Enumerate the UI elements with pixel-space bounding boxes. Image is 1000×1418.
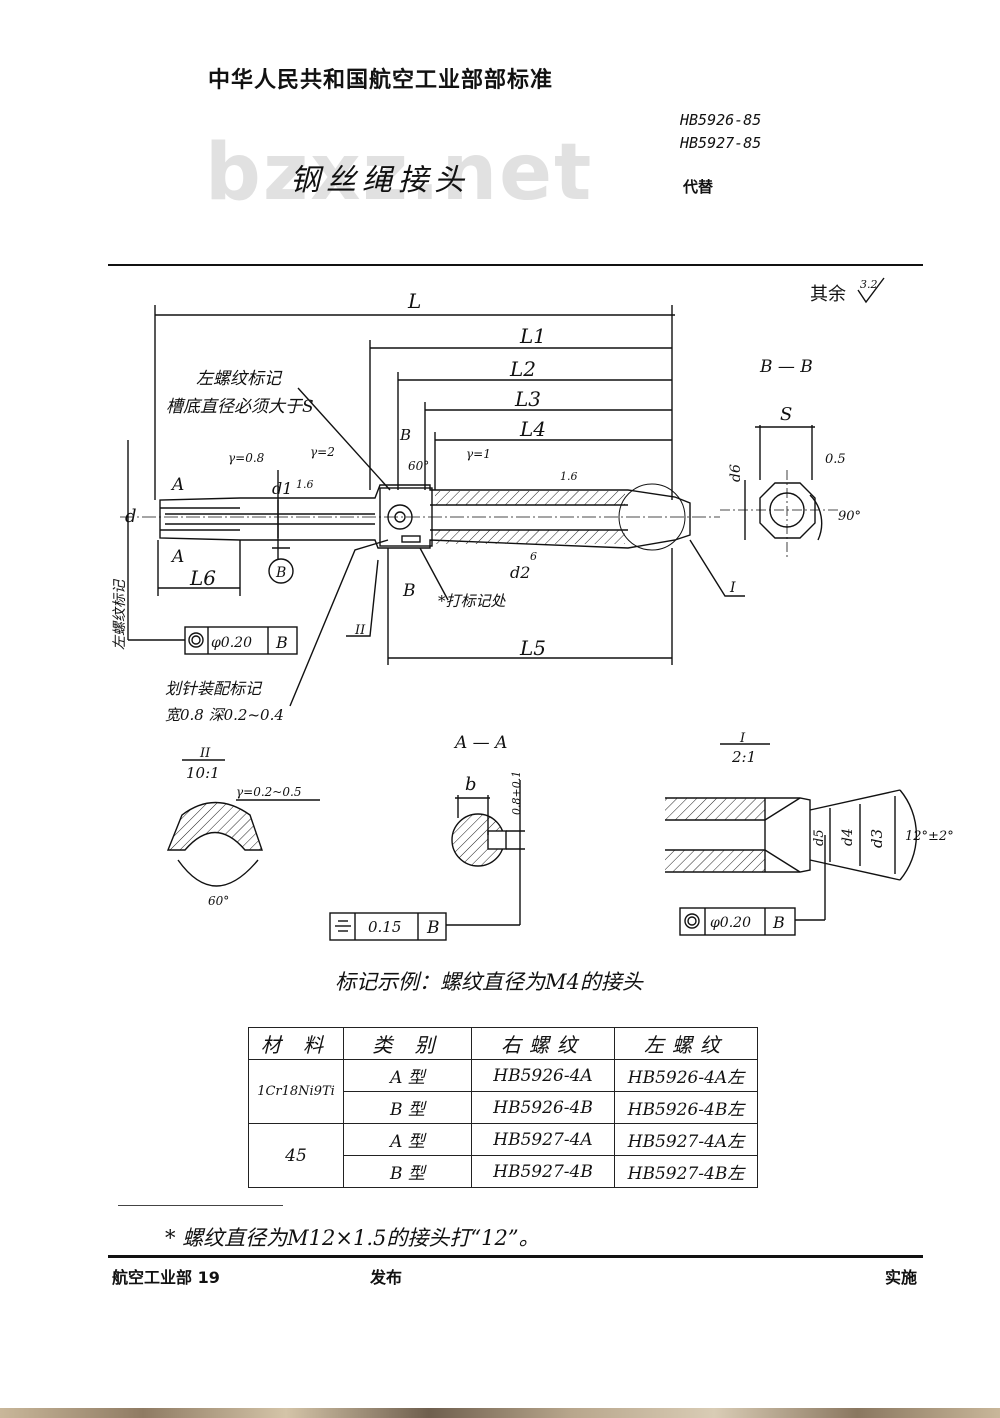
replace-label: 代替 (683, 178, 714, 196)
type-cell: A 型 (343, 1059, 472, 1092)
roughness-2: 1.6 (560, 470, 578, 483)
footer-implement: 实施 (885, 1268, 918, 1287)
table-row: B 型 HB5927-4B HB5927-4B左 (249, 1155, 758, 1188)
table-row: 1Cr18Ni9Ti A 型 HB5926-4A HB5926-4A左 (248, 1059, 758, 1124)
dim-L4: L4 (519, 417, 546, 441)
table-header-row: 材 料 类 别 右螺纹 左螺纹 (248, 1027, 758, 1060)
header-type: 类 别 (343, 1027, 472, 1060)
right-thread-cell: HB5926-4A (471, 1059, 615, 1092)
section-BB-title: B — B (759, 357, 813, 377)
type-cell: A 型 (343, 1123, 472, 1156)
surface-note: 其余 (810, 284, 846, 305)
dim-d3: d3 (868, 829, 886, 848)
standard-code-1: HB5926-85 (680, 111, 762, 129)
footer-issuer: 航空工业部 19 (112, 1268, 220, 1287)
right-thread-cell: HB5927-4B (471, 1155, 615, 1188)
roughness-1: 1.6 (296, 478, 314, 491)
tol-frame-2-datum: B (426, 918, 440, 938)
tolerance-6: 6 (530, 550, 537, 563)
label-A-top: A (170, 475, 184, 495)
footnote: * 螺纹直径为M12×1.5的接头打“12”。 (165, 1226, 540, 1250)
tol-frame-3-datum: B (772, 913, 785, 932)
radius-1: γ=1 (466, 447, 491, 461)
footer-rule (108, 1255, 923, 1258)
side-note-left-thread: 左螺纹标记 (112, 578, 128, 650)
material-cell: 1Cr18Ni9Ti (248, 1059, 344, 1124)
table-row: 45 A 型 HB5927-4A HB5927-4A左 (248, 1123, 758, 1188)
dim-05: 0.5 (825, 452, 846, 467)
header-right-thread: 右螺纹 (471, 1027, 615, 1060)
marking-example-title: 标记示例：螺纹直径为M4的接头 (335, 970, 643, 994)
technical-drawing: 其余 3.2 L L1 L2 L3 L4 L5 L6 左螺纹标记 槽底直径必须大… (112, 277, 954, 941)
right-thread-cell: HB5927-4A (471, 1123, 615, 1156)
tol-frame-3-value: φ0.20 (710, 915, 751, 931)
table-row: B 型 HB5926-4B HB5926-4B左 (249, 1091, 758, 1124)
standard-code-2: HB5927-85 (680, 134, 762, 152)
surface-value: 3.2 (860, 278, 878, 291)
type-cell: B 型 (343, 1091, 472, 1124)
left-thread-cell: HB5926-4B左 (614, 1091, 758, 1124)
scan-edge-strip (0, 1408, 1000, 1418)
header-left-thread: 左螺纹 (614, 1027, 758, 1060)
tol-frame-1-value: φ0.20 (211, 635, 252, 651)
mark-note: *打标记处 (438, 592, 507, 610)
detail-II-title: II (199, 746, 211, 761)
tol-frame-1-datum: B (275, 633, 288, 652)
left-thread-cell: HB5927-4B左 (614, 1155, 758, 1188)
dim-L1: L1 (519, 324, 546, 348)
section-AA-title: A — A (453, 733, 507, 753)
dim-L6: L6 (189, 566, 216, 590)
left-thread-cell: HB5927-4A左 (614, 1123, 758, 1156)
dim-d1: d1 (272, 479, 292, 498)
dim-S: S (780, 404, 792, 425)
angle-90: 90° (838, 509, 861, 524)
dim-d6: d6 (728, 464, 744, 482)
dim-L3: L3 (514, 387, 541, 411)
left-thread-cell: HB5926-4A左 (614, 1059, 758, 1092)
angle-60: 60° (408, 459, 429, 473)
detail-II-radius: γ=0.2~0.5 (236, 785, 301, 799)
dim-L5: L5 (519, 636, 546, 660)
footnote-rule (118, 1205, 283, 1206)
dim-08: 0.8+0.1 (510, 771, 523, 815)
footer-publish: 发布 (370, 1268, 403, 1287)
dim-d: d (125, 506, 137, 527)
angle-12: 12°±2° (905, 829, 954, 844)
note-left-thread-1: 左螺纹标记 (196, 369, 283, 389)
detail-II-scale: 10:1 (186, 764, 220, 782)
shaft-outline (159, 484, 691, 549)
dim-L2: L2 (509, 357, 536, 381)
header-rule (108, 264, 923, 266)
detail-II-angle: 60° (208, 894, 229, 908)
radius-08: γ=0.8 (228, 451, 265, 465)
dim-b: b (465, 774, 477, 795)
detail-I-scale: 2:1 (731, 748, 756, 766)
note-left-thread-2: 槽底直径必须大于S (166, 397, 314, 417)
radius-2: γ=2 (310, 445, 335, 459)
datum-B: B (275, 565, 286, 581)
org-title: 中华人民共和国航空工业部部标准 (208, 68, 554, 93)
tol-frame-2-value: 0.15 (368, 918, 401, 936)
note-pin-2: 宽0.8 深0.2~0.4 (165, 706, 284, 724)
label-A-bottom: A (170, 547, 184, 567)
label-B-top: B (399, 426, 411, 444)
right-thread-cell: HB5926-4B (471, 1091, 615, 1124)
type-cell: B 型 (343, 1155, 472, 1188)
material-cell: 45 (248, 1123, 344, 1188)
header-material: 材 料 (248, 1027, 344, 1060)
dim-d2: d2 (510, 563, 530, 582)
view-II-label: II (354, 623, 366, 638)
marking-table: 材 料 类 别 右螺纹 左螺纹 1Cr18Ni9Ti A 型 HB5926-4A… (248, 1027, 758, 1188)
watermark: bzxz.net (205, 128, 594, 218)
document-title: 钢丝绳接头 (290, 163, 470, 198)
dim-d4: d4 (840, 828, 856, 846)
detail-I-title: I (739, 731, 746, 746)
note-pin-1: 划针装配标记 (165, 679, 263, 698)
label-B-bottom: B (402, 581, 416, 601)
dim-d5: d5 (812, 829, 827, 846)
view-I-label: I (729, 580, 736, 596)
dim-L: L (407, 289, 421, 313)
